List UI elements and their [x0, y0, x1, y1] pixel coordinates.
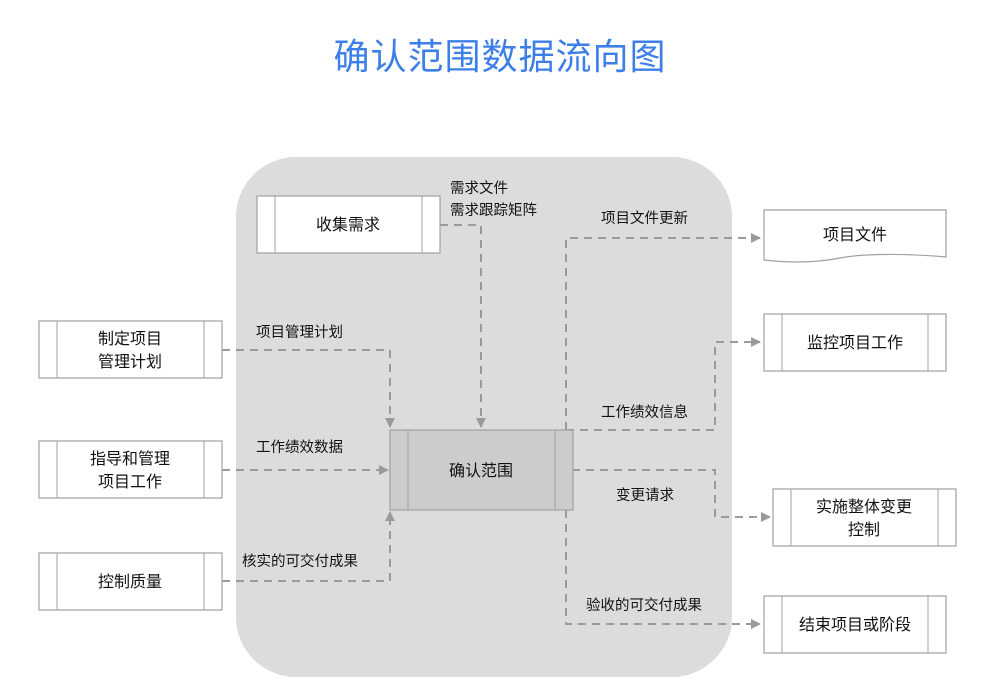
- box-change[interactable]: 实施整体变更 控制: [772, 488, 957, 547]
- flow-label-verified: 核实的可交付成果: [242, 552, 358, 570]
- process-panel: [236, 157, 732, 677]
- flow-change: [572, 469, 771, 522]
- flow-label-plan: 项目管理计划: [256, 324, 343, 341]
- flow-label-doc-update: 项目文件更新: [601, 210, 688, 227]
- box-monitor-label: 监控项目工作: [807, 333, 903, 352]
- diagram-title: 确认范围数据流向图: [333, 37, 667, 78]
- box-close[interactable]: 结束项目或阶段: [763, 595, 947, 654]
- flow-monitor: [566, 337, 761, 431]
- box-quality[interactable]: 控制质量: [38, 552, 223, 611]
- box-plan[interactable]: 制定项目 管理计划: [38, 320, 223, 379]
- flow-plan: [222, 349, 395, 428]
- box-collect-label: 收集需求: [316, 215, 380, 234]
- flow-quality: [222, 511, 395, 582]
- flow-label-accepted: 验收的可交付成果: [586, 596, 702, 614]
- flow-label-req-doc: 需求文件: [450, 180, 508, 197]
- box-direct-line1: 指导和管理: [90, 449, 170, 468]
- center-process[interactable]: 确认范围: [389, 429, 574, 511]
- flow-close: [565, 510, 761, 629]
- box-plan-line1: 制定项目: [98, 329, 162, 348]
- box-close-label: 结束项目或阶段: [799, 615, 911, 634]
- flow-label-work-info: 工作绩效信息: [601, 404, 688, 421]
- flow-collect: [440, 224, 486, 428]
- box-docs[interactable]: 项目文件: [763, 209, 947, 263]
- flow-label-req-matrix: 需求跟踪矩阵: [450, 202, 537, 219]
- center-process-label: 确认范围: [449, 461, 513, 480]
- box-collect[interactable]: 收集需求: [256, 195, 441, 254]
- box-direct-line2: 项目工作: [98, 472, 162, 491]
- flow-docs: [565, 233, 761, 430]
- flow-label-work-data: 工作绩效数据: [256, 439, 343, 456]
- box-change-line1: 实施整体变更: [816, 497, 912, 516]
- box-change-line2: 控制: [848, 520, 880, 539]
- box-quality-label: 控制质量: [98, 572, 162, 591]
- box-docs-label: 项目文件: [823, 225, 887, 244]
- flow-label-change-req: 变更请求: [616, 487, 674, 504]
- box-plan-line2: 管理计划: [98, 352, 162, 371]
- box-direct[interactable]: 指导和管理 项目工作: [38, 440, 223, 499]
- box-monitor[interactable]: 监控项目工作: [763, 313, 947, 372]
